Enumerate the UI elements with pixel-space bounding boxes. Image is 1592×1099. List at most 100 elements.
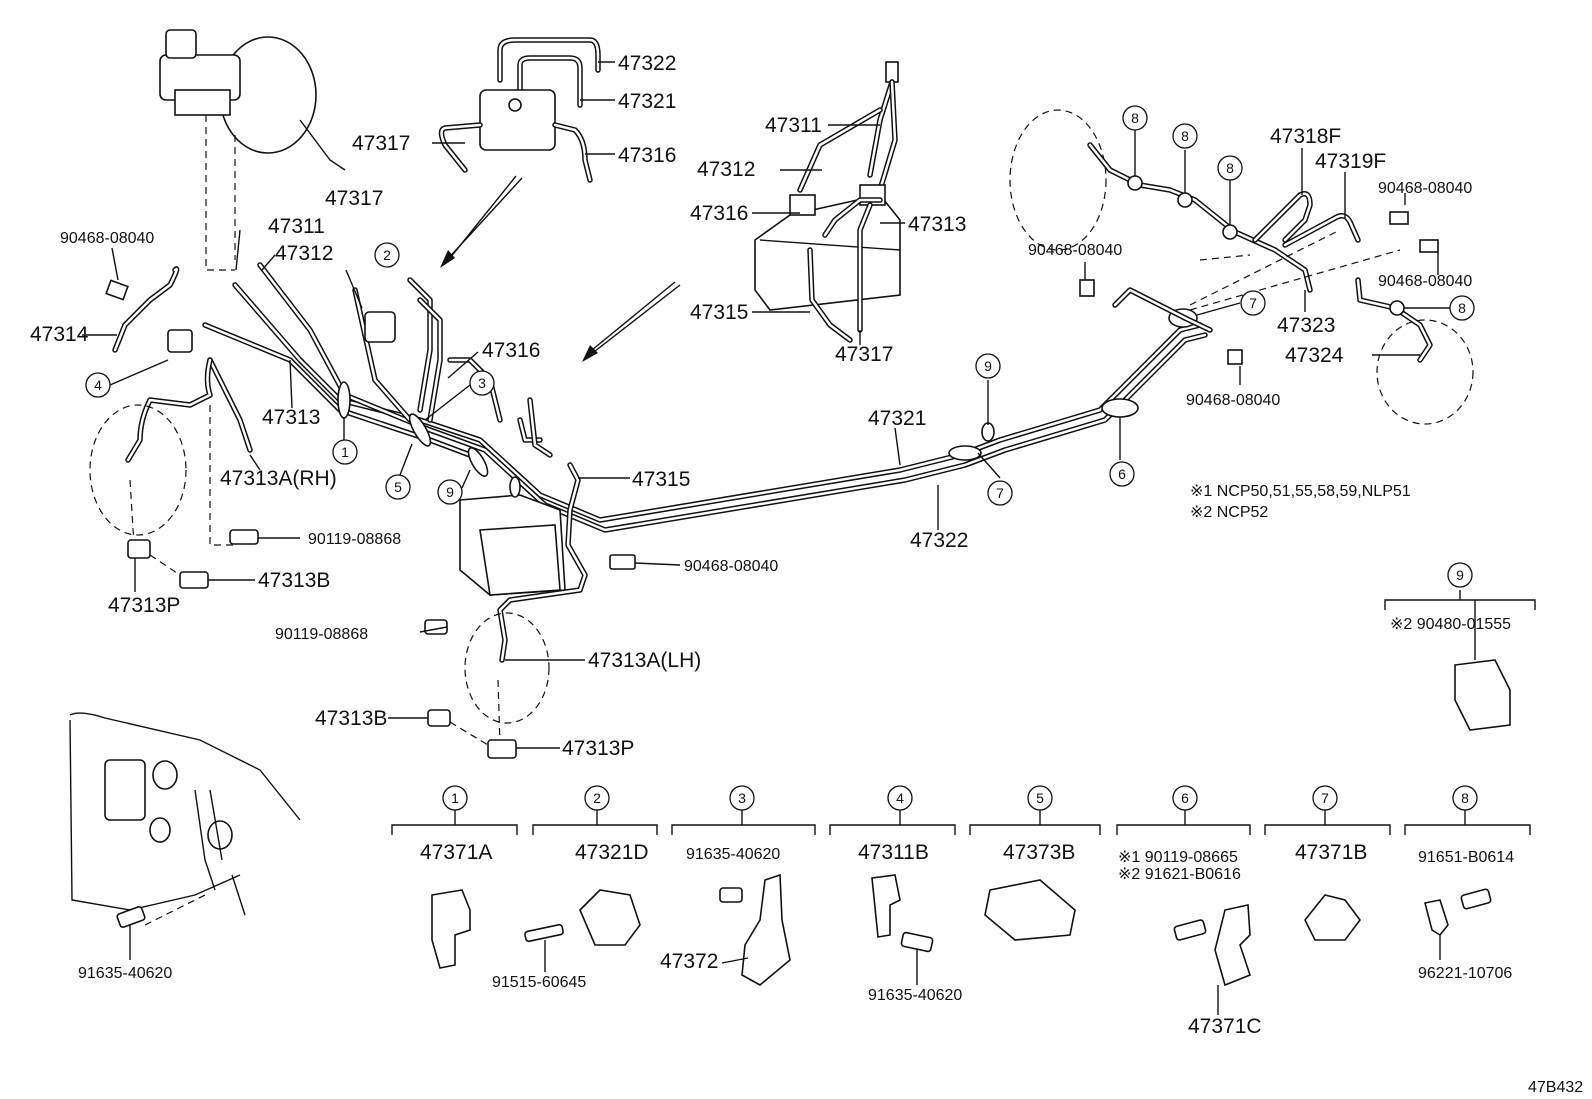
callout-8-body-d: 8	[1449, 295, 1475, 321]
label-47313B-a: 47313B	[258, 569, 330, 592]
label-90119-b: 90119-08868	[275, 626, 368, 643]
group-header-7-label: 7	[1321, 790, 1329, 806]
label-47317-top: 47317	[352, 132, 410, 155]
rear-lines	[1009, 109, 1474, 425]
group-header-3: 3	[729, 785, 755, 811]
group-header-3-label: 3	[738, 790, 746, 806]
label-90468-f: 90468-08040	[1378, 273, 1472, 290]
label-47322-top: 47322	[618, 52, 676, 75]
group-header-8-label: 8	[1461, 790, 1469, 806]
label-47322-main: 47322	[910, 529, 968, 552]
master-cylinder-booster	[159, 29, 346, 271]
callout-8-body-b: 8	[1172, 123, 1198, 149]
callout-2-body: 2	[374, 242, 400, 268]
callout-8-label-a: 8	[1131, 110, 1139, 126]
callout-5-label: 5	[394, 479, 402, 495]
label-47313P-a: 47313P	[108, 594, 180, 617]
label-47317-mid: 47317	[835, 343, 893, 366]
clamp-8-part-0: 91651-B0614	[1418, 849, 1514, 866]
callout-1-body: 1	[332, 439, 358, 465]
callout-9-label-a: 9	[446, 484, 454, 500]
group-header-2: 2	[584, 785, 610, 811]
group-header-4-label: 4	[896, 790, 904, 806]
callout-9-label-c: 9	[1456, 567, 1464, 583]
label-47315-mid: 47315	[690, 301, 748, 324]
label-47313A-lh: 47313A(LH)	[588, 649, 701, 672]
clamp-9-part-0: ※2 90480-01555	[1390, 616, 1511, 633]
valve-bracket-detail	[582, 61, 905, 362]
label-47313A-rh: 47313A(RH)	[220, 467, 337, 490]
callout-9-body-a: 9	[437, 479, 463, 505]
clamp-3-part-1: 47372	[660, 950, 718, 973]
callout-5-body: 5	[385, 474, 411, 500]
clamp-1-part-0: 47371A	[420, 841, 492, 864]
label-47314: 47314	[30, 323, 89, 346]
callout-bubbles: 1 2 3 4 5 9 6 7 7 9 8 8 8 8 9 1 2 3 4 5 …	[85, 105, 1478, 811]
callout-2-label: 2	[383, 247, 391, 263]
callout-7-label-b: 7	[1249, 295, 1257, 311]
label-47319F: 47319F	[1315, 150, 1386, 173]
clamp-parts-drawings	[431, 873, 1492, 1015]
callout-8-label-c: 8	[1226, 160, 1234, 176]
callout-6-label: 6	[1118, 466, 1126, 482]
label-47313P-b: 47313P	[562, 737, 634, 760]
label-90468-d: 90468-08040	[1186, 392, 1280, 409]
clamp-6-part-2: 47371C	[1188, 1015, 1262, 1038]
group-header-6: 6	[1172, 785, 1198, 811]
callout-9-body-b: 9	[975, 353, 1001, 379]
callout-4-body: 4	[85, 372, 111, 398]
clamp-8-part-1: 96221-10706	[1418, 965, 1512, 982]
group-header-6-label: 6	[1181, 790, 1189, 806]
clamp-5-part-0: 47373B	[1003, 841, 1075, 864]
label-47313-left: 47313	[262, 406, 320, 429]
label-47321-main: 47321	[868, 407, 926, 430]
label-47323: 47323	[1277, 314, 1335, 337]
label-47313B-b: 47313B	[315, 707, 387, 730]
clamp-4-part-0: 47311B	[858, 841, 929, 864]
callout-9-label-b: 9	[984, 358, 992, 374]
callout-3-body: 3	[469, 370, 495, 396]
proportioning-valve-detail	[432, 37, 615, 268]
group-header-5-label: 5	[1036, 790, 1044, 806]
clamp-7-part-0: 47371B	[1295, 841, 1367, 864]
label-47316-mid: 47316	[690, 202, 748, 225]
clamp-group-9	[1384, 590, 1536, 731]
callout-8-label-b: 8	[1181, 128, 1189, 144]
callout-8-label-d: 8	[1458, 300, 1466, 316]
clamp-3-part-0: 91635-40620	[686, 846, 780, 863]
callout-7-label-a: 7	[996, 485, 1004, 501]
callout-8-body-a: 8	[1122, 105, 1148, 131]
group-header-1-label: 1	[451, 790, 459, 806]
label-90468-c: 90468-08040	[1028, 242, 1122, 259]
group-header-5: 5	[1027, 785, 1053, 811]
label-47316-top: 47316	[618, 144, 676, 167]
clamp-6-part-1: ※2 91621-B0616	[1118, 866, 1241, 883]
label-91635-a: 91635-40620	[78, 965, 172, 982]
label-47317-left: 47317	[325, 187, 383, 210]
group-header-4: 4	[887, 785, 913, 811]
label-47312-mid: 47312	[697, 158, 755, 181]
note-2: ※2 NCP52	[1190, 504, 1268, 521]
label-47316-left: 47316	[482, 339, 540, 362]
label-47315-left: 47315	[632, 468, 690, 491]
callout-4-label: 4	[94, 377, 102, 393]
clamp-2-part-0: 47321D	[575, 841, 649, 864]
label-90468-a: 90468-08040	[60, 230, 154, 247]
bundle-clamp-markers	[337, 302, 1241, 530]
group-header-1: 1	[442, 785, 468, 811]
group-header-8: 8	[1452, 785, 1478, 811]
note-1: ※1 NCP50,51,55,58,59,NLP51	[1190, 483, 1411, 500]
diagram-code: 47B432	[1528, 1079, 1583, 1096]
callout-7-body-a: 7	[987, 480, 1013, 506]
label-90468-b: 90468-08040	[684, 558, 778, 575]
label-90468-e: 90468-08040	[1378, 180, 1472, 197]
callout-7-body-b: 7	[1240, 290, 1266, 316]
clamp-2-part-1: 91515-60645	[492, 974, 586, 991]
label-47311-left: 47311	[268, 215, 325, 238]
group-header-2-label: 2	[593, 790, 601, 806]
label-47318F: 47318F	[1270, 125, 1341, 148]
label-47313-mid: 47313	[908, 213, 966, 236]
label-47324: 47324	[1285, 344, 1344, 367]
firewall-detail	[69, 712, 301, 960]
